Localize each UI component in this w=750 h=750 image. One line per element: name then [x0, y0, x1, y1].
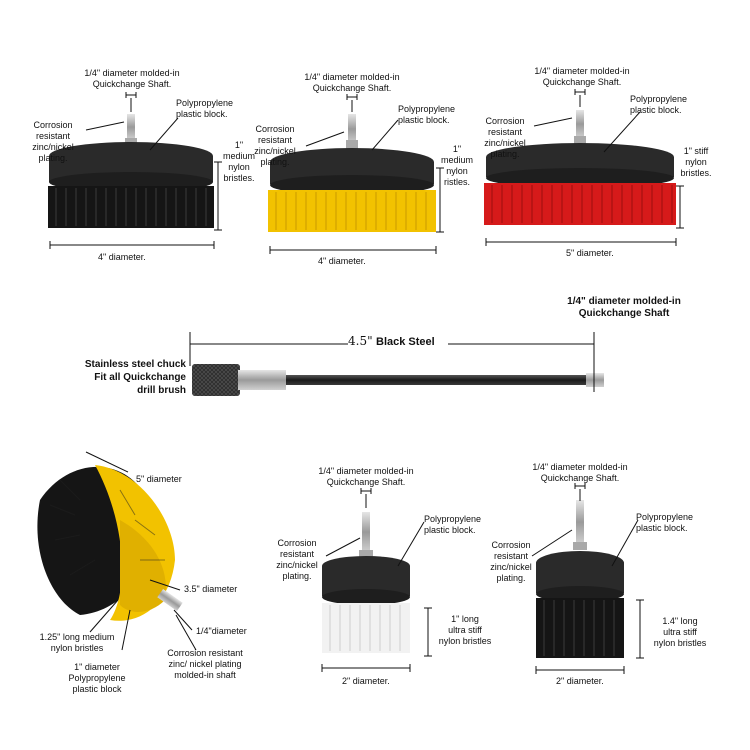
black-4in-bristles-label: 1" medium nylon bristles. — [222, 140, 255, 183]
yellow-4in-block-label: Polypropylene plastic block. — [398, 104, 456, 125]
yellow-4in-bristles-label: 1" medium nylon ristles. — [440, 144, 473, 187]
bristles — [536, 598, 624, 658]
chuck — [192, 364, 240, 396]
black-4in-shaft-label: 1/4" diameter molded-in Quickchange Shaf… — [84, 68, 180, 89]
black-2in-block-label: Polypropylene plastic block. — [636, 512, 694, 533]
black-4in-block-label: Polypropylene plastic block. — [176, 98, 234, 119]
red-5in-plating-label: Corrosion resistant zinc/nickel plating. — [484, 116, 526, 159]
black-2in-brush — [536, 500, 624, 658]
black-2in-diameter-label: 2" diameter. — [556, 676, 604, 686]
black-2in-bristles-label: 1.4" long ultra stiff nylon bristles — [653, 616, 707, 648]
yellow-4in-brush — [268, 114, 436, 232]
black-4in-brush — [48, 114, 214, 228]
red-5in-diameter-label: 5" diameter. — [566, 248, 614, 258]
bristles — [268, 190, 436, 232]
extension-shaft-label: 1/4" diameter molded-in Quickchange Shaf… — [567, 296, 681, 319]
extension-material-label: Black Steel — [376, 336, 435, 348]
extension-bar — [192, 364, 604, 396]
extension-length-label: 4.5" — [348, 334, 373, 348]
leader-lines — [49, 89, 684, 674]
cone-shaft-label: 1/4"diameter — [196, 626, 247, 636]
cone-outer-diameter-label: 5" diameter — [136, 474, 182, 484]
cone-inner-diameter-label: 3.5" diameter — [184, 584, 238, 594]
shaft — [127, 114, 135, 140]
bristles — [322, 603, 410, 653]
red-5in-brush — [484, 110, 676, 225]
yellow-4in-shaft-label: 1/4" diameter molded-in Quickchange Shaf… — [304, 72, 400, 93]
black-2in-plating-label: Corrosion resistant zinc/nickel plating. — [490, 540, 532, 583]
red-5in-bristles-label: 1" stiff nylon bristles. — [680, 146, 712, 178]
white-2in-block-label: Polypropylene plastic block. — [424, 514, 482, 535]
white-2in-bristles-label: 1" long ultra stiff nylon bristles — [438, 614, 492, 646]
cone-brush — [37, 465, 183, 621]
yellow-4in-plating-label: Corrosion resistant zinc/nickel plating. — [254, 124, 296, 167]
bristles — [48, 186, 214, 228]
bristles — [484, 183, 676, 225]
red-5in-shaft-label: 1/4" diameter molded-in Quickchange Shaf… — [534, 66, 630, 87]
black-2in-shaft-label: 1/4" diameter molded-in Quickchange Shaf… — [532, 462, 628, 483]
white-2in-shaft-label: 1/4" diameter molded-in Quickchange Shaf… — [318, 466, 414, 487]
cone-plating-label: Corrosion resistant zinc/ nickel plating… — [167, 648, 243, 680]
cone-bristles-label: 1.25" long medium nylon bristles — [39, 632, 115, 653]
extension-chuck-label: Stainless steel chuck Fit all Quickchang… — [84, 359, 186, 396]
cone-block-label: 1" diameter Polypropylene plastic block — [68, 662, 126, 694]
yellow-4in-diameter-label: 4" diameter. — [318, 256, 366, 266]
red-5in-block-label: Polypropylene plastic block. — [630, 94, 688, 115]
black-4in-plating-label: Corrosion resistant zinc/nickel plating. — [32, 120, 74, 163]
black-4in-diameter-label: 4" diameter. — [98, 252, 146, 262]
white-2in-plating-label: Corrosion resistant zinc/nickel plating. — [276, 538, 318, 581]
white-2in-diameter-label: 2" diameter. — [342, 676, 390, 686]
white-2in-brush — [322, 512, 410, 653]
